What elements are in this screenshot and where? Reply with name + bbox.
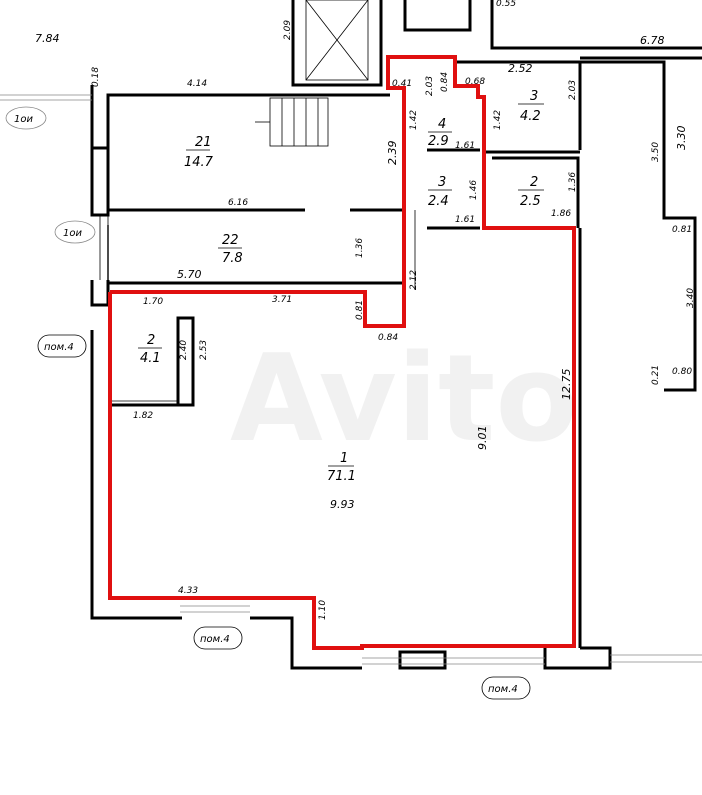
svg-text:0.84: 0.84 — [440, 72, 450, 92]
svg-text:2.52: 2.52 — [508, 62, 533, 75]
svg-text:14.7: 14.7 — [184, 155, 214, 170]
svg-text:1ои: 1ои — [14, 114, 33, 125]
svg-text:21: 21 — [195, 135, 212, 150]
svg-text:0.68: 0.68 — [465, 77, 485, 87]
tag-pom4-bottom: пом.4 — [193, 626, 243, 650]
svg-text:2.12: 2.12 — [409, 270, 419, 290]
svg-text:0.55: 0.55 — [496, 0, 516, 9]
svg-text:пом.4: пом.4 — [200, 634, 230, 645]
svg-text:71.1: 71.1 — [327, 469, 356, 484]
svg-text:2.39: 2.39 — [386, 141, 399, 166]
svg-text:2.4: 2.4 — [428, 194, 449, 209]
svg-text:2.9: 2.9 — [428, 134, 449, 149]
svg-text:2.5: 2.5 — [520, 194, 541, 209]
room-3-small-label: 32.4 — [428, 175, 452, 209]
svg-text:пом.4: пом.4 — [488, 684, 518, 695]
highlight-boundary — [108, 55, 576, 650]
svg-text:9.01: 9.01 — [476, 426, 489, 451]
room-22-label: 227.8 — [218, 233, 243, 266]
room-4-label: 42.9 — [428, 117, 452, 149]
svg-text:1.70: 1.70 — [143, 297, 163, 307]
svg-text:22: 22 — [222, 233, 239, 248]
svg-text:1.46: 1.46 — [469, 180, 479, 200]
svg-text:3.40: 3.40 — [686, 288, 696, 308]
svg-text:4.14: 4.14 — [187, 79, 207, 89]
svg-text:0.18: 0.18 — [91, 67, 101, 87]
svg-text:5.70: 5.70 — [177, 268, 202, 281]
svg-text:2: 2 — [147, 333, 155, 348]
svg-text:9.93: 9.93 — [330, 498, 355, 511]
svg-text:0.41: 0.41 — [392, 79, 412, 89]
dimension-labels: 7.84 0.55 6.78 2.09 0.18 4.14 0.41 2.03 … — [35, 0, 696, 620]
svg-text:1: 1 — [340, 451, 348, 466]
svg-text:3: 3 — [438, 175, 446, 190]
watermark: Avito — [230, 330, 578, 469]
bottom-walls — [90, 330, 702, 670]
svg-text:1.86: 1.86 — [551, 209, 571, 219]
svg-text:1.42: 1.42 — [493, 110, 503, 130]
svg-text:1.61: 1.61 — [455, 141, 475, 151]
svg-text:2.09: 2.09 — [283, 20, 293, 40]
svg-text:0.21: 0.21 — [651, 365, 661, 385]
svg-text:2: 2 — [530, 175, 538, 190]
svg-text:12.75: 12.75 — [560, 369, 573, 401]
svg-text:4.1: 4.1 — [140, 351, 161, 366]
room-2-left-walls — [112, 316, 195, 407]
room-2-left-label: 24.1 — [138, 333, 162, 366]
svg-text:4.2: 4.2 — [520, 109, 541, 124]
tag-1oi-top: 1ои — [5, 106, 47, 130]
svg-text:пом.4: пом.4 — [44, 342, 74, 353]
partitions — [414, 148, 480, 290]
svg-text:2.03: 2.03 — [425, 76, 435, 96]
svg-text:6.16: 6.16 — [228, 198, 248, 208]
svg-text:1.36: 1.36 — [355, 238, 365, 258]
svg-text:3.30: 3.30 — [675, 126, 688, 151]
svg-text:0.80: 0.80 — [672, 367, 692, 377]
room-2-right-label: 22.5 — [518, 175, 544, 209]
svg-text:1.61: 1.61 — [455, 215, 475, 225]
svg-text:2.53: 2.53 — [199, 340, 209, 360]
svg-text:0.81: 0.81 — [672, 225, 692, 235]
stair-shaft-top — [291, 0, 383, 87]
room-3-label: 34.2 — [518, 89, 544, 124]
svg-text:6.78: 6.78 — [640, 34, 665, 47]
svg-text:2.03: 2.03 — [568, 80, 578, 100]
svg-text:7.8: 7.8 — [222, 251, 243, 266]
left-walls — [0, 85, 404, 307]
svg-text:1ои: 1ои — [63, 228, 82, 239]
svg-text:2.40: 2.40 — [179, 340, 189, 360]
tags: 1ои 1ои пом.4 пом.4 пом.4 — [5, 106, 531, 700]
svg-text:1.42: 1.42 — [409, 110, 419, 130]
svg-text:0.81: 0.81 — [355, 300, 365, 320]
svg-text:3.50: 3.50 — [651, 142, 661, 162]
tag-pom4-left: пом.4 — [37, 334, 87, 358]
svg-text:1.82: 1.82 — [133, 411, 153, 421]
tag-pom4-bottom-right: пом.4 — [481, 676, 531, 700]
stairs-21 — [255, 97, 329, 147]
svg-text:3: 3 — [530, 89, 538, 104]
tag-1oi-mid: 1ои — [54, 220, 96, 244]
svg-text:1.36: 1.36 — [568, 172, 578, 192]
room-1-label: 171.1 — [327, 451, 356, 484]
svg-text:1.10: 1.10 — [318, 600, 328, 620]
svg-text:0.84: 0.84 — [378, 333, 398, 343]
svg-text:3.71: 3.71 — [272, 295, 292, 305]
svg-text:4.33: 4.33 — [178, 586, 198, 596]
room-21-label: 21 14.7 — [184, 135, 214, 170]
svg-text:4: 4 — [438, 117, 446, 132]
svg-text:7.84: 7.84 — [35, 32, 60, 45]
